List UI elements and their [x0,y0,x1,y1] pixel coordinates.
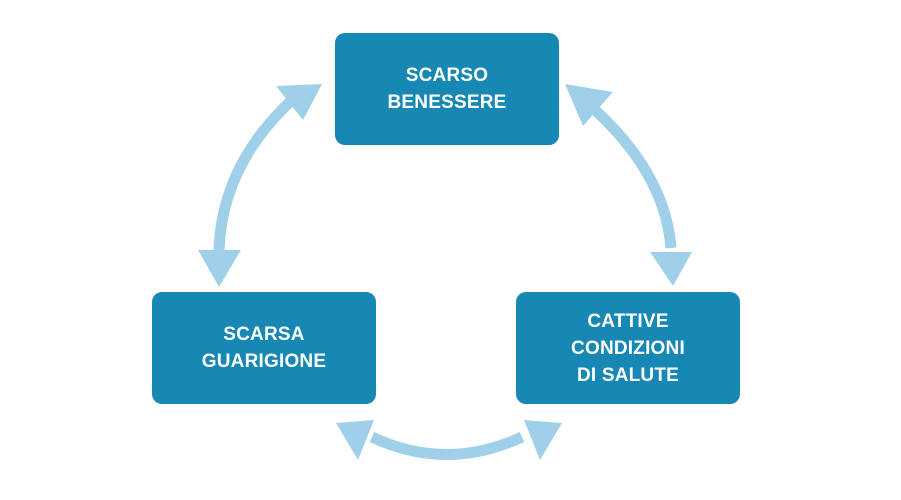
arrow-top-right-shaft [582,97,677,249]
node-text-line: CATTIVE [587,310,669,332]
arrow-top-right-head-end [650,252,692,286]
arrow-right-left-head-start [336,420,374,460]
arrow-left-top-shaft [213,95,296,251]
node-cattive-condizioni-label: CATTIVE CONDIZIONI DI SALUTE [571,308,685,389]
arrow-left-top-head-start [198,250,241,287]
arrow-left-top [198,84,322,287]
node-text-line: GUARIGIONE [201,351,327,372]
node-scarso-benessere-label: SCARSO BENESSERE [387,62,506,116]
node-scarsa-guarigione-label: SCARSA GUARIGIONE [202,321,326,375]
node-scarsa-guarigione: SCARSA GUARIGIONE [152,292,376,404]
node-text-line: SCARSO [405,65,489,86]
node-cattive-condizioni: CATTIVE CONDIZIONI DI SALUTE [516,292,740,404]
arrow-top-right [565,84,692,286]
node-scarso-benessere: SCARSO BENESSERE [335,33,559,145]
node-text-line: SCARSA [223,324,305,345]
arrow-left-top-head-end [276,84,322,120]
arrow-top-right-head-start [565,84,613,126]
node-text-line: CONDIZIONI [571,337,685,359]
node-text-line: DI SALUTE [576,364,680,386]
arrow-right-left-shaft [369,432,525,460]
arrow-right-left-head-end [524,420,562,460]
arrow-right-left [336,420,562,460]
node-text-line: BENESSERE [387,92,507,113]
